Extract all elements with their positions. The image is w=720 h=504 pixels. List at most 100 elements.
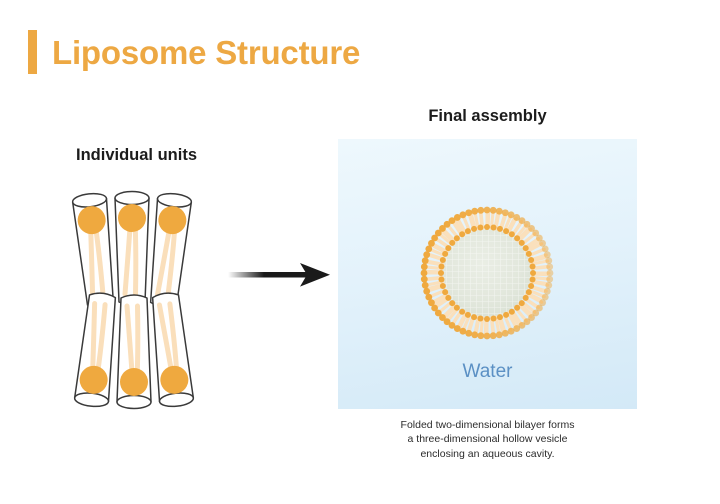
lipid-head xyxy=(546,263,554,271)
lipid-tail xyxy=(506,311,518,330)
lipid-head xyxy=(495,331,503,339)
lipid-head xyxy=(541,245,549,253)
lipid-head xyxy=(438,276,445,283)
page-title: Liposome Structure xyxy=(52,33,361,71)
lipid-head xyxy=(529,276,536,283)
liposome-vesicle-diagram xyxy=(338,139,637,409)
lipid-tail xyxy=(517,227,533,243)
lipid-tail xyxy=(424,280,445,287)
lipid-head xyxy=(428,299,435,307)
lipid-head xyxy=(490,224,497,231)
lipid-head xyxy=(532,229,540,237)
lipid-head xyxy=(528,257,535,264)
page-title-block: Liposome Structure xyxy=(28,30,360,74)
lipid-head xyxy=(484,224,490,230)
lipid-head xyxy=(507,327,515,335)
lipid-head xyxy=(508,308,515,315)
lipid-head xyxy=(522,294,529,301)
lipid-head xyxy=(530,270,536,276)
lipid-head xyxy=(518,217,526,225)
lipid-head xyxy=(449,239,456,246)
lipid-head xyxy=(483,206,491,214)
lipid-head xyxy=(434,229,442,237)
lipid-head xyxy=(545,257,553,265)
water-label: Water xyxy=(462,361,513,382)
lipid-head xyxy=(484,316,490,322)
lipid-tail xyxy=(529,259,550,266)
lipid-head xyxy=(546,275,554,283)
lipid-head xyxy=(431,304,439,312)
lipid-head xyxy=(453,304,460,311)
lipid-head xyxy=(434,309,442,317)
lipid-head xyxy=(423,251,431,259)
lipid-head xyxy=(518,321,526,329)
unit-row-bottom xyxy=(74,292,194,409)
lipid-head xyxy=(438,263,445,270)
phospholipid-unit xyxy=(117,295,151,409)
lipid-head xyxy=(449,300,456,307)
lipid-head xyxy=(513,325,521,332)
aqueous-core xyxy=(443,229,531,317)
assembly-caption: Folded two-dimensional bilayer forms a t… xyxy=(338,418,637,461)
phospholipid-unit xyxy=(72,192,118,308)
lipid-head xyxy=(489,206,497,214)
individual-units-heading: Individual units xyxy=(76,146,198,164)
lipid-head xyxy=(522,245,529,252)
lipid-head xyxy=(514,304,521,311)
lipid-head xyxy=(465,209,473,217)
lipid-head xyxy=(471,225,478,232)
phospholipid-unit xyxy=(146,192,192,308)
lipid-head xyxy=(514,235,521,242)
phospholipid-unit xyxy=(74,292,120,408)
phospholipid-unit xyxy=(148,292,194,408)
lipid-head xyxy=(431,234,439,242)
lipid-head xyxy=(523,318,531,326)
lipid-head xyxy=(528,282,535,289)
lipid-head xyxy=(543,251,551,259)
lipid-head xyxy=(477,332,485,340)
lipid-head xyxy=(465,329,473,337)
arrow-icon xyxy=(228,263,330,287)
lipid-head xyxy=(518,300,525,307)
lipid-tail xyxy=(456,216,468,235)
lipid-head xyxy=(483,332,491,340)
phospholipid-units-svg xyxy=(62,190,212,410)
lipid-head xyxy=(528,314,535,321)
lipid-head xyxy=(543,287,551,295)
lipid-head xyxy=(507,211,515,219)
lipid-head xyxy=(535,304,543,312)
lipid-head xyxy=(453,214,461,221)
lipid-head xyxy=(525,250,532,257)
lipid-head xyxy=(421,281,429,289)
lipid-head xyxy=(442,250,449,257)
final-assembly-panel: Water xyxy=(338,139,637,409)
lipid-head xyxy=(443,318,451,326)
lipid-head xyxy=(443,220,451,228)
lipid-head xyxy=(532,309,540,317)
lipid-head xyxy=(438,270,444,276)
lipid-head xyxy=(423,287,431,295)
lipid-head xyxy=(525,289,532,296)
lipid-head xyxy=(453,325,461,332)
lipid-head xyxy=(442,289,449,296)
lipid-tail xyxy=(456,311,468,330)
lipid-head xyxy=(495,207,503,215)
lipid-head xyxy=(513,214,521,221)
lipid-head xyxy=(546,269,554,277)
lipid-head xyxy=(539,299,546,307)
lipid-head xyxy=(501,329,509,337)
lipid-head xyxy=(471,331,479,339)
lipid-head xyxy=(439,225,446,232)
lipid-head xyxy=(541,293,549,301)
lipid-head xyxy=(528,225,535,232)
lipid-head xyxy=(539,239,546,247)
unit-row-top xyxy=(72,192,192,309)
title-accent-bar xyxy=(28,30,37,74)
lipid-head xyxy=(459,308,466,315)
lipid-head xyxy=(425,245,433,253)
lipid-head xyxy=(471,207,479,215)
lipid-tail xyxy=(441,227,457,243)
lipid-tail xyxy=(506,216,518,235)
lipid-head xyxy=(508,231,515,238)
lipid-head xyxy=(490,315,497,322)
